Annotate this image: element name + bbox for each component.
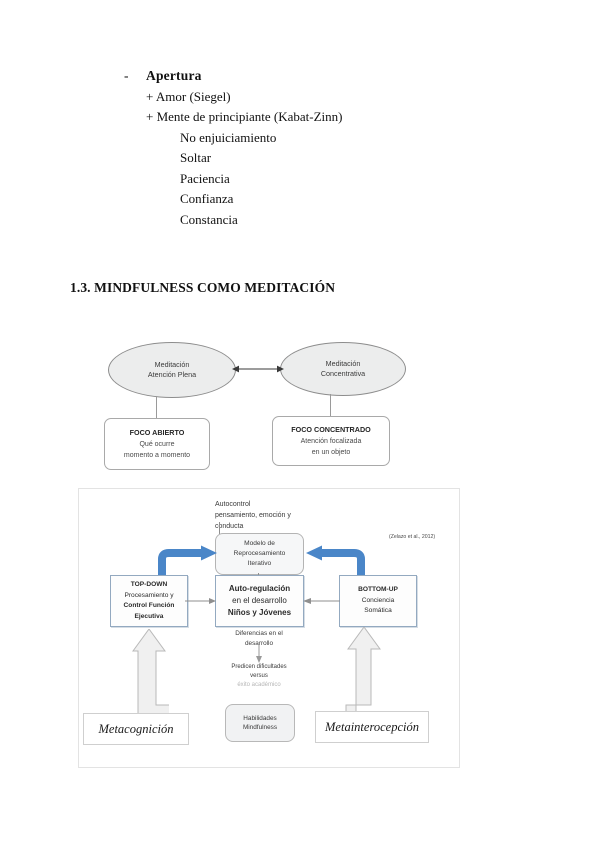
box-foco-concentrado-title: FOCO CONCENTRADO [291,425,371,434]
ellipse-right-line2: Concentrativa [320,369,366,378]
label-metainterocepcion: Metainterocepción [315,711,429,743]
box-top-down-line1: Procesamiento y [124,591,174,599]
box-bottom-up-line2: Somática [364,607,392,615]
model-box-line1: Modelo de [244,540,275,547]
annotation-diferencias-line2: desarrollo [244,640,274,647]
box-bottom-up: BOTTOM-UP Conciencia Somática [339,575,417,627]
ellipse-right-line1: Meditación [325,359,361,368]
annotation-predicen-line1: Predicen dificultades [231,664,287,670]
annotation-predicen-line3: éxito académico [237,682,281,688]
skills-box-line1: Habilidades [243,714,277,722]
box-bottom-up-line1: Conciencia [361,596,395,604]
annotation-autocontrol-line2: pensamiento, emoción y [215,512,291,519]
arrow-topdown-to-center-icon [185,598,216,604]
outline-sub-item: + Mente de principiante (Kabat-Zinn) [146,109,343,124]
annotation-diferencias-line1: Diferencias en el [235,630,283,637]
outline-title-row: - Apertura [124,66,504,87]
outline-bullet: - [124,68,129,83]
outline-title: Apertura [146,68,202,83]
ellipse-left-line1: Meditación [154,360,190,369]
double-arrow-icon [232,365,284,373]
hollow-arrow-left-icon [132,629,169,720]
box-top-down: TOP-DOWN Procesamiento y Control Función… [110,575,188,627]
blue-arrow-left-icon [158,545,217,575]
arrow-down-small-icon [256,645,262,663]
box-foco-concentrado: FOCO CONCENTRADO Atención focalizada en … [272,416,390,466]
box-auto-regulacion: Auto-regulación en el desarrollo Niños y… [215,575,304,627]
box-center-line2: en el desarrollo [232,596,287,605]
annotation-predicen-line2: versus [250,673,268,679]
box-top-down-line3: Ejecutiva [134,612,164,620]
box-foco-abierto-line2: momento a momento [123,452,191,459]
box-top-down-title: TOP-DOWN [130,581,168,588]
annotation-predicen: Predicen dificultades versus éxito acadé… [211,663,307,690]
box-top-down-line2: Control Función [123,602,175,609]
label-metacognicion: Metacognición [83,713,189,745]
annotation-autocontrol-line1: Autocontrol [215,501,251,508]
box-bottom-up-title: BOTTOM-UP [358,586,398,594]
ellipse-left-line2: Atención Plena [147,370,197,379]
blue-arrow-right-icon [306,545,365,575]
box-habilidades-mindfulness: Habilidades Mindfulness [225,704,295,742]
outline-sub-item: + Amor (Siegel) [146,88,231,104]
connector-right [330,394,331,416]
box-foco-concentrado-line2: en un objeto [311,449,351,456]
outline-leaf-item: No enjuiciamiento [180,129,277,145]
selfregulation-model-diagram: Autocontrol pensamiento, emoción y condu… [78,488,460,768]
box-foco-concentrado-line1: Atención focalizada [300,438,362,445]
annotation-diferencias: Diferencias en el desarrollo [219,629,299,649]
meditation-diagram: Meditación Atención Plena Meditación Con… [90,338,420,472]
hollow-arrow-right-icon [345,627,381,719]
connector-annotation-model [219,522,220,534]
outline-block: - Apertura + Amor (Siegel) + Mente de pr… [124,66,504,230]
model-box-line3: Iterativo [247,560,272,567]
box-center-line3: Niños y Jóvenes [227,608,292,617]
connector-left [156,396,157,418]
box-center-line1: Auto-regulación [228,584,291,593]
ellipse-meditacion-atencion-plena: Meditación Atención Plena [108,342,236,398]
skills-box-line2: Mindfulness [242,724,278,731]
box-foco-abierto-line1: Qué ocurre [139,441,175,448]
box-modelo-reprocesamiento: Modelo de Reprocesamiento Iterativo [215,533,304,575]
box-foco-abierto: FOCO ABIERTO Qué ocurre momento a moment… [104,418,210,470]
annotation-autocontrol-line3: conducta [215,523,244,530]
section-heading: 1.3. MINDFULNESS COMO MEDITACIÓN [70,280,336,295]
ellipse-meditacion-concentrativa: Meditación Concentrativa [280,342,406,396]
model-box-line2: Reprocesamiento [233,550,286,557]
outline-leaf-item: Confianza [180,191,234,206]
box-foco-abierto-title: FOCO ABIERTO [129,428,185,437]
citation-label: (Zelazo et al., 2012) [389,534,436,540]
outline-leaf-item: Paciencia [180,170,230,186]
outline-leaf-item: Constancia [180,211,238,227]
arrow-bottomup-to-center-icon [303,598,340,604]
annotation-autocontrol: Autocontrol pensamiento, emoción y condu… [215,499,345,532]
outline-leaf-item: Soltar [180,150,212,165]
